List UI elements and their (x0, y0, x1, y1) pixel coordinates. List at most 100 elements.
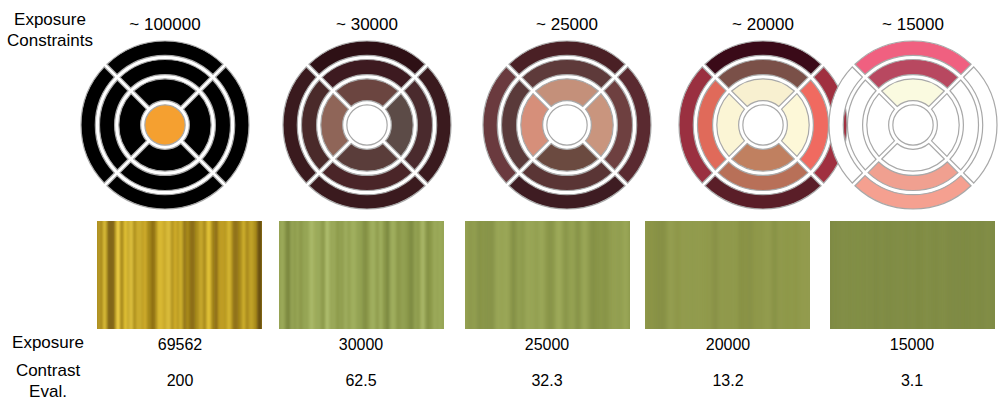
photo-stripe (484, 221, 489, 329)
exposure-constraint: ~ 20000 (732, 14, 794, 35)
contrast-value: 200 (167, 371, 194, 391)
photo-stripe (103, 221, 106, 329)
photo-stripe (739, 221, 744, 329)
photo-stripe (790, 221, 795, 329)
photo-stripe (923, 221, 924, 329)
texture-photo (830, 221, 995, 329)
photo-stripe (687, 221, 693, 329)
photo-stripe (475, 221, 477, 329)
photo-stripe (525, 221, 531, 329)
exposure-constraint: ~ 25000 (536, 14, 598, 35)
ring-segment (81, 67, 114, 183)
photo-stripe (173, 221, 177, 329)
photo-stripe (907, 221, 909, 329)
photo-stripe (910, 221, 915, 329)
photo-stripe (157, 221, 164, 329)
photo-stripe (415, 221, 417, 329)
photo-stripe (539, 221, 544, 329)
ring-segment (386, 94, 414, 157)
photo-ground (97, 221, 262, 329)
photo-ground (830, 221, 995, 329)
ring-segment (705, 176, 821, 209)
photo-stripe (801, 221, 802, 329)
photo-stripe (725, 221, 732, 329)
photo-stripe (805, 221, 810, 329)
photo-stripe (712, 221, 718, 329)
photo-stripe (226, 221, 231, 329)
photo-stripe (128, 221, 133, 329)
ring-segment (697, 80, 726, 170)
ring-segment (732, 144, 795, 172)
photo-stripe (576, 221, 579, 329)
ring-segment (829, 67, 862, 183)
photo-stripes (465, 221, 630, 329)
photo-stripe (867, 221, 869, 329)
photo-stripe (242, 221, 246, 329)
photo-stripe (213, 221, 214, 329)
photo-stripe (898, 221, 904, 329)
photo-stripe (386, 221, 389, 329)
ring-segment (950, 80, 979, 170)
center-region (145, 105, 185, 145)
ring-segment (618, 67, 651, 183)
ring-segment (782, 94, 810, 157)
photo-stripe (886, 221, 890, 329)
photo-stripe (431, 221, 432, 329)
ring-segment (521, 94, 549, 157)
photo-stripe (655, 221, 659, 329)
ring-segment (705, 41, 821, 74)
photo-stripe (718, 221, 723, 329)
ring-segment (732, 79, 795, 107)
ring-segment (120, 162, 210, 191)
ring-segment (184, 94, 212, 157)
region-circle (483, 41, 651, 209)
photo-stripe (547, 221, 553, 329)
row-label: Contrast Eval. (6, 360, 90, 403)
ring-segment (336, 144, 399, 172)
exposure-constraint: ~ 30000 (336, 14, 398, 35)
photo-stripe (477, 221, 481, 329)
ring-segment (964, 67, 997, 183)
photo-stripe (855, 221, 860, 329)
texture-photo (465, 221, 630, 329)
photo-stripe (107, 221, 114, 329)
photo-ground (645, 221, 810, 329)
photo-stripe (350, 221, 357, 329)
photo-stripe (835, 221, 836, 329)
photo-stripe (428, 221, 429, 329)
ring-segment (309, 176, 425, 209)
ring-segment (855, 176, 971, 209)
photo-stripes (279, 221, 444, 329)
texture-photo (97, 221, 262, 329)
ring-segment (322, 162, 412, 191)
ring-segment (107, 41, 223, 74)
photo-stripe (694, 221, 700, 329)
photo-stripe (732, 221, 739, 329)
photo-stripe (668, 221, 673, 329)
contrast-value: 62.5 (345, 371, 376, 391)
ring-segment (932, 94, 960, 157)
photo-stripe (625, 221, 628, 329)
texture-photo (645, 221, 810, 329)
photo-stripe (595, 221, 600, 329)
texture-photo (279, 221, 444, 329)
photo-stripe (98, 221, 99, 329)
photo-stripe (894, 221, 896, 329)
ring-segment (134, 79, 197, 107)
center-region (743, 105, 783, 145)
contrast-value: 13.2 (712, 371, 743, 391)
ring-segment (322, 59, 412, 88)
ring-segment (882, 79, 945, 107)
photo-stripe (233, 221, 238, 329)
ring-segment (868, 59, 958, 88)
photo-stripe (279, 221, 280, 329)
photo-stripe (590, 221, 595, 329)
ring-segment (800, 80, 829, 170)
photo-stripe (199, 221, 203, 329)
photo-stripe (465, 221, 468, 329)
ring-segment (321, 94, 349, 157)
ring-segment (120, 59, 210, 88)
ring-segment (604, 80, 633, 170)
photo-stripe (565, 221, 567, 329)
